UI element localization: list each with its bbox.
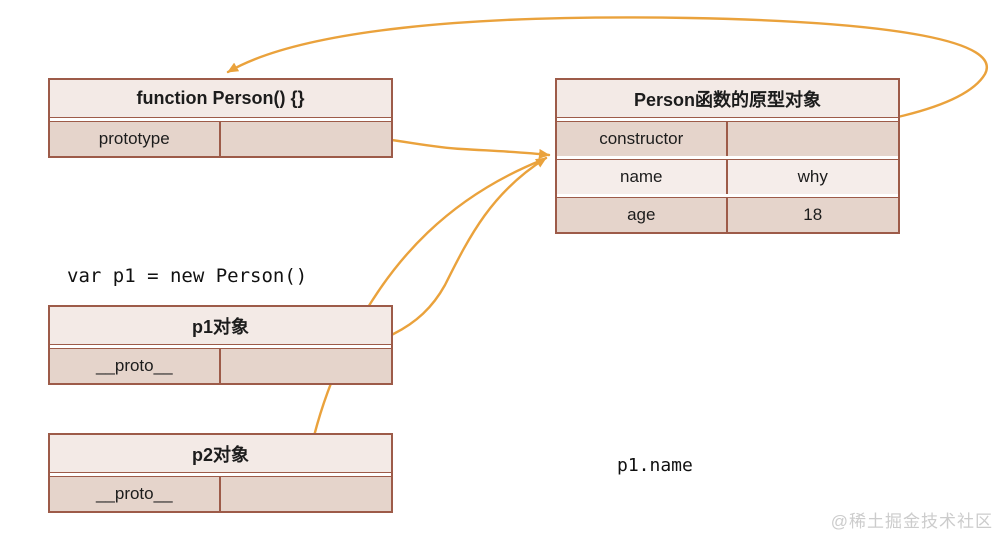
p1-object-title: p1对象 — [50, 307, 391, 345]
person-prototype-title: Person函数的原型对象 — [557, 80, 898, 118]
constructor-value-cell — [728, 122, 899, 156]
p2-proto-key-cell: __proto__ — [50, 477, 221, 511]
prototype-key-cell: prototype — [50, 122, 221, 156]
p1-proto-value-cell — [221, 349, 392, 383]
function-person-title: function Person() {} — [50, 80, 391, 118]
access-line-1: p1.name — [617, 455, 693, 476]
age-value-cell: 18 — [803, 205, 823, 224]
p1-proto-key-cell: __proto__ — [50, 349, 221, 383]
p2-object-title: p2对象 — [50, 435, 391, 473]
name-key-cell: name — [557, 160, 728, 194]
prototype-value-cell — [221, 122, 392, 156]
p1-object-table: p1对象 __proto__ — [48, 305, 393, 385]
watermark: @稀土掘金技术社区 — [830, 512, 993, 531]
table-row: age 18 — [557, 197, 898, 232]
p2-proto-value-cell — [221, 477, 392, 511]
table-row: name why — [557, 159, 898, 194]
name-value-cell: why — [797, 167, 828, 186]
p2-object-table: p2对象 __proto__ — [48, 433, 393, 513]
table-row: __proto__ — [50, 476, 391, 511]
person-prototype-table: Person函数的原型对象 constructor name why age 1… — [555, 78, 900, 234]
table-row: prototype — [50, 121, 391, 156]
property-access-code: p1.name p1.age — [617, 391, 693, 547]
access-line-2: p1.age — [617, 541, 693, 547]
function-person-table: function Person() {} prototype — [48, 78, 393, 158]
code-line-1: var p1 = new Person() — [67, 265, 308, 287]
table-row: __proto__ — [50, 348, 391, 383]
age-key-cell: age — [557, 198, 728, 232]
table-row: constructor — [557, 121, 898, 156]
constructor-key-cell: constructor — [557, 122, 728, 156]
